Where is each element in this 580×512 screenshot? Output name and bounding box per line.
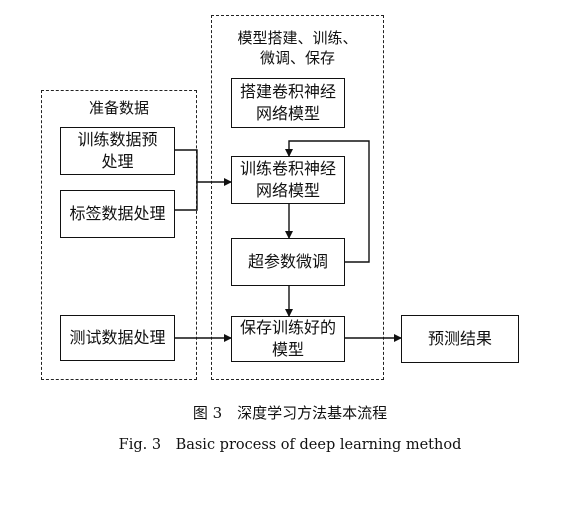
node-hyper-tune-line1: 超参数微调 xyxy=(247,252,328,271)
model-group-title-line2: 微调、保存 xyxy=(259,49,335,67)
node-label-process-line1: 标签数据处理 xyxy=(69,204,166,223)
model-group xyxy=(211,15,384,380)
node-label-process: 标签数据处理 xyxy=(60,190,175,238)
prepare-data-group xyxy=(41,90,197,380)
node-save-model-line2: 模型 xyxy=(271,340,304,359)
prepare-data-title: 准备数据 xyxy=(88,99,149,117)
caption-en: Fig. 3 Basic process of deep learning me… xyxy=(118,437,462,453)
node-build-cnn: 搭建卷积神经 网络模型 xyxy=(231,78,345,128)
node-build-cnn-line2: 网络模型 xyxy=(255,104,320,123)
node-test-process: 测试数据处理 xyxy=(60,315,175,361)
node-train-preprocess: 训练数据预 处理 xyxy=(60,127,175,175)
node-train-preprocess-line1: 训练数据预 xyxy=(77,130,158,149)
edge-preprocess-merge xyxy=(175,149,198,182)
node-predict-result-line1: 预测结果 xyxy=(427,329,492,348)
node-save-model-line1: 保存训练好的 xyxy=(239,318,336,337)
edge-label-merge xyxy=(175,182,198,211)
edge-tune-feedback xyxy=(285,140,370,263)
caption-zh: 图 3 深度学习方法基本流程 xyxy=(192,404,388,422)
node-train-cnn: 训练卷积神经 网络模型 xyxy=(231,156,345,204)
node-train-cnn-line2: 网络模型 xyxy=(255,181,320,200)
model-group-title-line1: 模型搭建、训练、 xyxy=(237,29,358,47)
node-hyper-tune: 超参数微调 xyxy=(231,238,345,286)
node-build-cnn-line1: 搭建卷积神经 xyxy=(239,82,336,101)
node-save-model: 保存训练好的 模型 xyxy=(231,316,345,362)
node-predict-result: 预测结果 xyxy=(401,315,519,363)
model-group-title: 模型搭建、训练、 微调、保存 xyxy=(211,28,384,68)
node-train-cnn-line1: 训练卷积神经 xyxy=(239,159,336,178)
node-train-preprocess-line2: 处理 xyxy=(101,152,134,171)
node-test-process-line1: 测试数据处理 xyxy=(69,328,166,347)
